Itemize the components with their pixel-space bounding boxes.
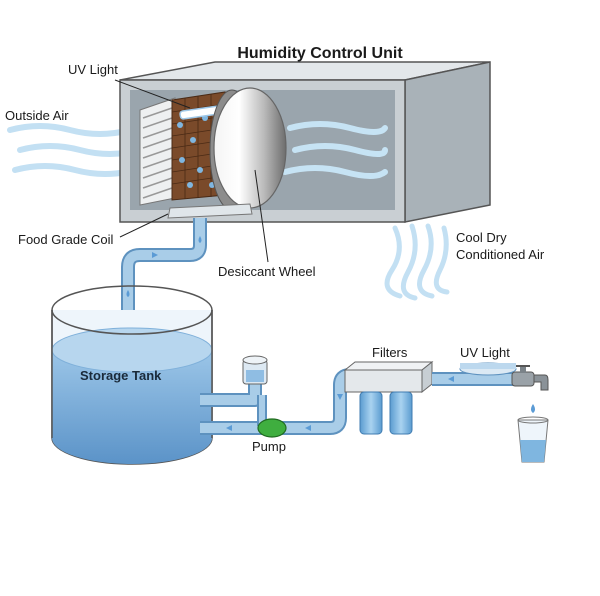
intake-grille: [139, 97, 176, 206]
label-desiccant-wheel: Desiccant Wheel: [218, 264, 316, 279]
faucet: [511, 365, 549, 413]
desiccant-wheel: [209, 87, 287, 211]
drip-tray: [167, 203, 253, 219]
label-storage-tank: Storage Tank: [80, 368, 162, 383]
pump: [257, 418, 287, 438]
label-conditioned-air: Conditioned Air: [456, 247, 545, 262]
label-filters: Filters: [372, 345, 408, 360]
water-glass: [517, 416, 549, 463]
outlet-pipe: [432, 372, 515, 386]
filters: [343, 360, 434, 435]
unit-side-face: [404, 61, 491, 223]
diagram-title: Humidity Control Unit: [237, 45, 403, 62]
cool-dry-air-flow: [384, 223, 450, 301]
humidity-control-unit: [119, 61, 491, 223]
label-cool-dry: Cool Dry: [456, 230, 507, 245]
filter-cartridge-2: [389, 391, 413, 435]
label-uv-light-pipe: UV Light: [460, 345, 510, 360]
label-food-grade-coil: Food Grade Coil: [18, 232, 113, 247]
label-pump: Pump: [252, 439, 286, 454]
filter-cartridge-1: [359, 391, 383, 435]
uv-light-pipe-unit: [459, 362, 517, 376]
label-uv-light-top: UV Light: [68, 62, 118, 77]
storage-tank: [51, 285, 213, 465]
callout-lines: [114, 79, 269, 263]
pump-reservoir: [242, 355, 268, 385]
label-outside-air: Outside Air: [5, 108, 69, 123]
condensate-pipe: [121, 218, 207, 327]
